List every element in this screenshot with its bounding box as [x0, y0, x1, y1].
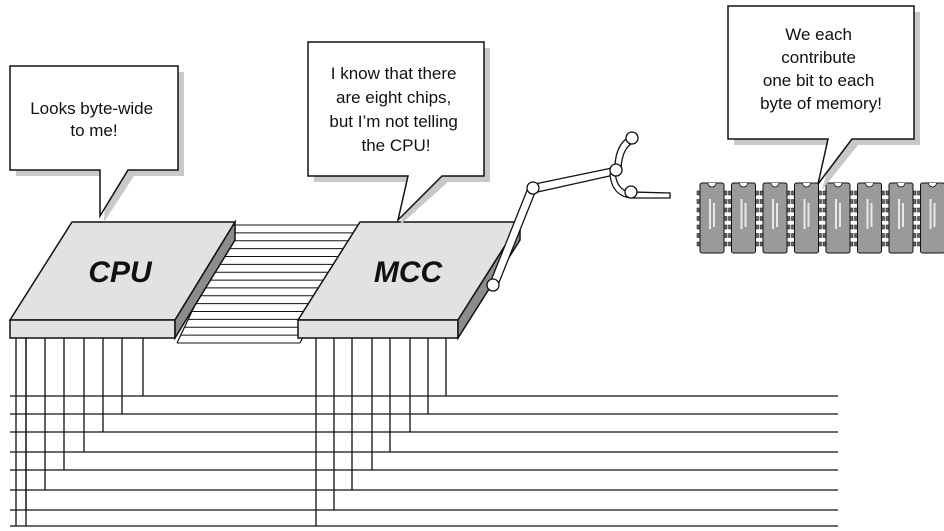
cpu-bubble-body: [9, 65, 179, 219]
mcc-speech-bubble: I know that there are eight chips, but I…: [307, 41, 490, 225]
memory-chip-notch: [833, 182, 843, 188]
svg-text:I know that there are ei: I know that there are eight chips, but I…: [329, 64, 462, 155]
arm-joint-claw-tip: [625, 131, 639, 145]
memory-chip-marking: [807, 203, 810, 227]
memory-chip: [696, 182, 728, 254]
memory-speech-line: We each: [785, 25, 852, 44]
memory-chip-notch: [896, 182, 906, 188]
memory-chip-body: [794, 182, 819, 254]
mcc-speech-line: are eight chips,: [336, 88, 451, 107]
memory-chip-notch: [928, 182, 937, 188]
arm-joint-elbow: [526, 181, 540, 195]
arm-joint-wrist: [609, 163, 623, 177]
memory-chip-marking: [902, 203, 904, 227]
memory-chip-marking: [713, 203, 715, 227]
memory-chip-body: [920, 182, 944, 254]
memory-chip-marking: [898, 199, 900, 229]
memory-chip-marking: [772, 199, 774, 229]
memory-speech-line: one bit to each: [763, 71, 875, 90]
memory-bubble-body: [727, 5, 915, 185]
mcc-speech-line: the CPU!: [362, 136, 431, 155]
memory-chip-body: [825, 182, 851, 254]
memory-speech-bubble: We each contribute one bit to each byte …: [727, 5, 920, 190]
memory-chip-marking: [740, 199, 743, 229]
cpu-label: CPU: [88, 256, 153, 289]
memory-chip-marking: [933, 203, 936, 227]
memory-chip-notch: [802, 182, 811, 188]
cpu-side-face: [174, 219, 236, 341]
memory-chip-marking: [839, 203, 841, 227]
memory-chip: [759, 182, 791, 254]
cpu-speech-line: Looks byte-wide: [30, 99, 153, 118]
svg-text:Looks byte-wide to me!: Looks byte-wide to me!: [30, 99, 158, 140]
cpu-chip: CPU: [8, 219, 237, 341]
address-data-bus: [10, 338, 838, 527]
memory-chip-body: [762, 182, 788, 254]
memory-chip-body: [888, 182, 914, 254]
mcc-label: MCC: [374, 256, 444, 289]
memory-chip-notch: [865, 182, 874, 188]
arm-joint-claw-lower: [624, 185, 638, 199]
memory-speech-line: contribute: [781, 48, 856, 67]
svg-text:We each contribute: We each contribute one bit to each byte …: [760, 25, 882, 113]
robot-arm: [486, 131, 671, 292]
memory-chip-notch: [739, 182, 748, 188]
cpu-front-face: [9, 319, 176, 339]
memory-chip-marking: [929, 199, 932, 229]
mcc-speech-line: but I’m not telling: [329, 112, 458, 131]
arm-joint-base: [486, 278, 500, 292]
mcc-speech-line: I know that there: [331, 64, 457, 83]
memory-chip-marking: [835, 199, 837, 229]
memory-chip-body: [731, 182, 756, 254]
memory-chip-notch: [770, 182, 780, 188]
memory-chip-body: [699, 182, 725, 254]
arm-segment-upper: [529, 167, 615, 194]
memory-chips: [696, 182, 944, 254]
memory-chip: [885, 182, 917, 254]
memory-chip-body: [857, 182, 882, 254]
memory-chip-marking: [866, 199, 869, 229]
memory-chip: [854, 182, 885, 254]
memory-chip-marking: [709, 199, 711, 229]
memory-chip: [791, 182, 822, 254]
memory-chip: [822, 182, 854, 254]
memory-chip: [917, 182, 944, 254]
mcc-chip: MCC: [296, 219, 522, 341]
cpu-speech-bubble: Looks byte-wide to me!: [9, 65, 184, 222]
mcc-front-face: [297, 319, 459, 339]
memory-chip-marking: [870, 203, 873, 227]
memory-chip-notch: [707, 182, 717, 188]
memory-chip-marking: [803, 199, 806, 229]
memory-chip-marking: [744, 203, 747, 227]
cpu-speech-line: to me!: [70, 121, 117, 140]
memory-chip-marking: [776, 203, 778, 227]
memory-chip: [728, 182, 759, 254]
memory-speech-line: byte of memory!: [760, 94, 882, 113]
mcc-bubble-body: [307, 41, 485, 223]
